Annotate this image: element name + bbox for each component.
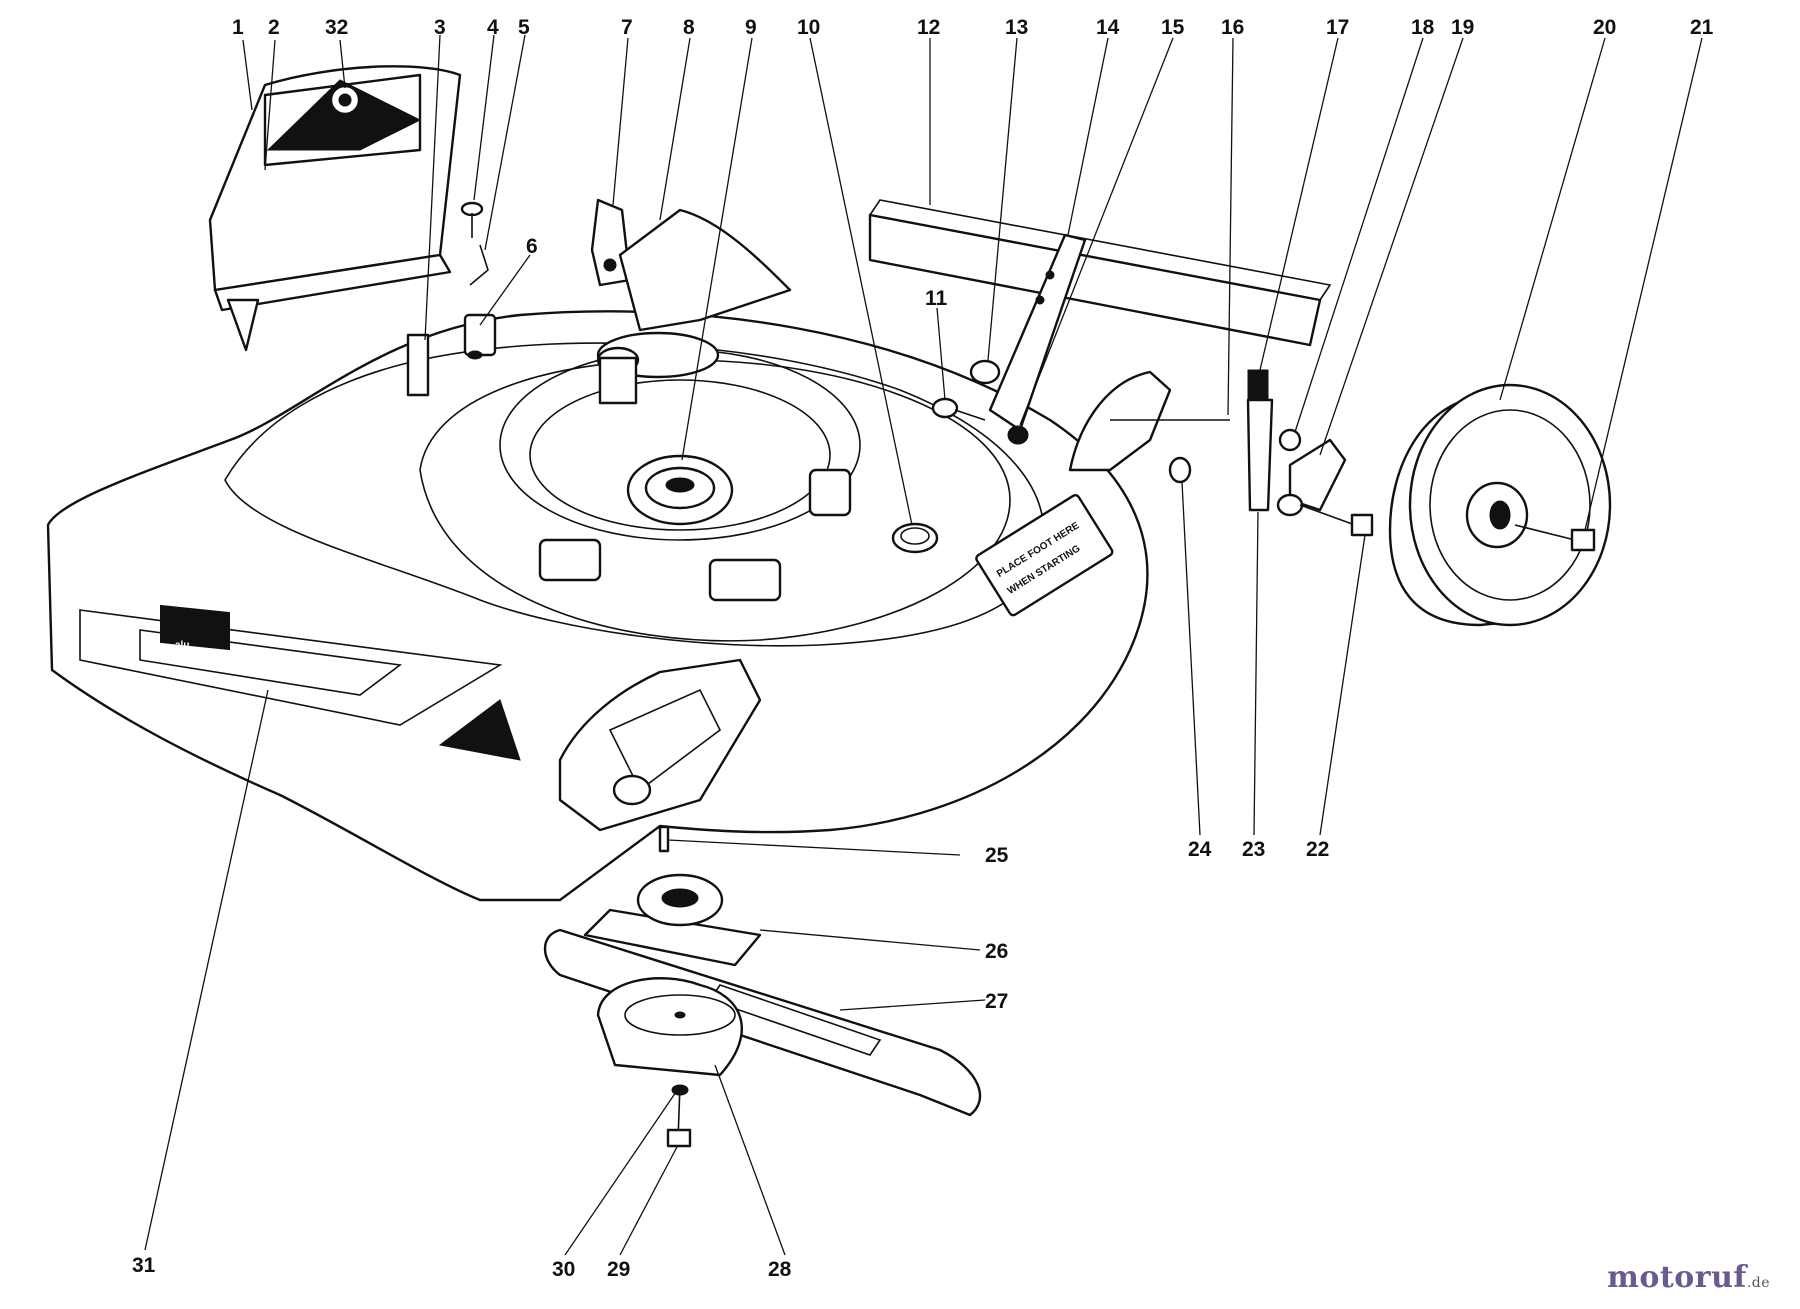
- callout-11: 11: [925, 287, 948, 310]
- callout-29: 29: [607, 1258, 630, 1281]
- bolt-22: [1276, 493, 1374, 537]
- adapter-26: [583, 873, 762, 967]
- callout-22: 22: [1306, 838, 1329, 861]
- leader-lines: [144, 34, 1703, 1256]
- callout-18: 18: [1411, 16, 1435, 39]
- mower-deck: alu PLACE FOOT HERE WHEN STARTING: [46, 310, 1149, 902]
- callout-2: 2: [268, 16, 280, 39]
- callout-19: 19: [1451, 16, 1474, 39]
- washer-6: [463, 313, 497, 360]
- callout-20: 20: [1593, 16, 1616, 39]
- callout-3: 3: [434, 16, 446, 39]
- callout-24: 24: [1188, 838, 1212, 861]
- callout-6: 6: [526, 235, 538, 258]
- callout-10: 10: [797, 16, 820, 39]
- callout-numbers: 1 2 32 3 4 5 6 7 8 9 10 11 12 13 14 15 1…: [132, 16, 1714, 1281]
- callout-31: 31: [132, 1254, 156, 1277]
- callout-21: 21: [1690, 16, 1714, 39]
- housing-8: [618, 208, 792, 332]
- callout-14: 14: [1096, 16, 1120, 39]
- callout-8: 8: [683, 16, 695, 39]
- callout-13: 13: [1005, 16, 1028, 39]
- callout-28: 28: [768, 1258, 792, 1281]
- callout-23: 23: [1242, 838, 1265, 861]
- watermark-tld: .de: [1746, 1275, 1770, 1291]
- hinge-3: [406, 333, 430, 397]
- callout-16: 16: [1221, 16, 1244, 39]
- axle-bolt-21: [1514, 524, 1596, 552]
- callout-15: 15: [1161, 16, 1185, 39]
- callout-32: 32: [325, 16, 348, 39]
- stiffener-28: [596, 977, 743, 1077]
- callout-27: 27: [985, 990, 1008, 1013]
- washer-24: [1168, 456, 1192, 484]
- callout-26: 26: [985, 940, 1008, 963]
- callout-12: 12: [917, 16, 940, 39]
- spring-5: [469, 244, 489, 286]
- key-25: [658, 825, 670, 853]
- callout-9: 9: [745, 16, 757, 39]
- pivot-bracket-16: [1068, 370, 1230, 472]
- callout-4: 4: [487, 16, 499, 39]
- bracket-7: [590, 198, 632, 287]
- callout-7: 7: [621, 16, 633, 39]
- grass-chute-cover: [208, 65, 462, 352]
- watermark-main: motoruf: [1607, 1260, 1747, 1295]
- callout-25: 25: [985, 844, 1009, 867]
- spring-17: [1246, 369, 1274, 512]
- wheel-20: [1388, 383, 1612, 627]
- callout-1: 1: [232, 16, 244, 39]
- nut-18: [1278, 428, 1302, 452]
- callout-5: 5: [518, 16, 530, 39]
- watermark: motoruf.de: [1607, 1260, 1770, 1295]
- lever-14: [988, 233, 1087, 432]
- brand-decal-text: alu: [175, 640, 189, 651]
- washer-15: [1007, 425, 1029, 445]
- rear-baffle-12: [868, 199, 1332, 347]
- nut-13: [969, 359, 1001, 385]
- callout-30: 30: [552, 1258, 575, 1281]
- callout-17: 17: [1326, 16, 1349, 39]
- bolt-4: [460, 201, 484, 238]
